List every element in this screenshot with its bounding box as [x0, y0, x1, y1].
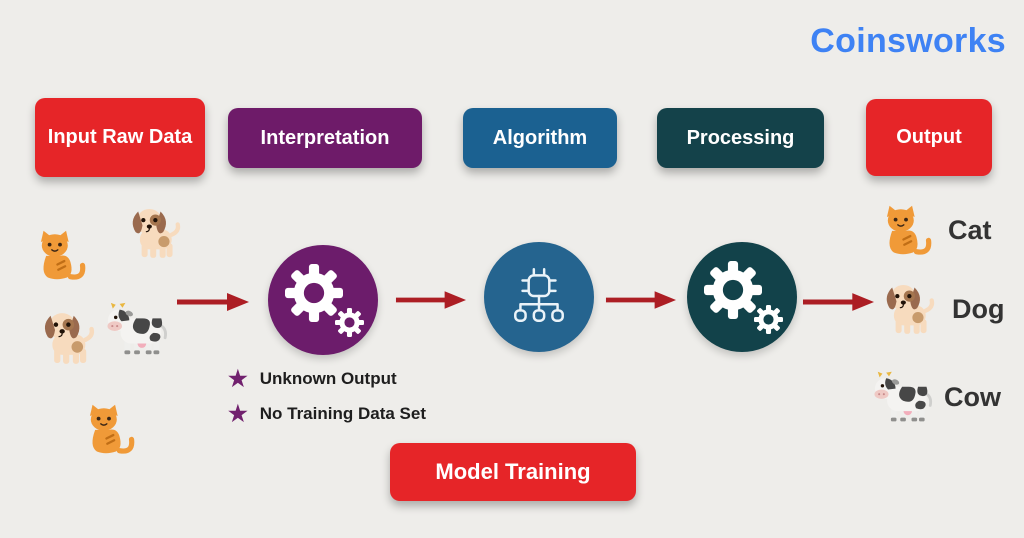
stage-algorithm: Algorithm: [463, 108, 617, 168]
output-label: Cat: [948, 214, 992, 245]
algorithm-circle: [484, 242, 594, 352]
dog-icon: [39, 307, 96, 369]
flow-arrow: [395, 289, 467, 311]
brand-logo: Coinsworks: [810, 22, 1006, 60]
star-icon: ★: [228, 401, 248, 426]
note-item: ★ No Training Data Set: [228, 403, 426, 425]
processing-circle: [687, 242, 797, 352]
output-label: Cow: [944, 381, 1001, 412]
stage-output: Output: [866, 99, 992, 176]
note-label: Unknown Output: [259, 369, 397, 388]
chip-network-icon: [506, 263, 572, 329]
star-icon: ★: [228, 366, 248, 391]
model-training-button: Model Training: [390, 443, 636, 501]
stage-processing: Processing: [657, 108, 824, 168]
note-label: No Training Data Set: [259, 404, 426, 423]
output-label: Dog: [952, 293, 1005, 324]
stage-interpretation: Interpretation: [228, 108, 422, 168]
output-row-dog: Dog: [881, 280, 1004, 338]
note-item: ★ Unknown Output: [228, 368, 426, 390]
cat-icon: [880, 199, 932, 261]
stage-input-raw-data: Input Raw Data: [35, 98, 205, 177]
output-row-cat: Cat: [880, 199, 992, 261]
cow-icon: [874, 370, 934, 424]
dog-icon: [127, 203, 182, 263]
notes-list: ★ Unknown Output ★ No Training Data Set: [228, 368, 426, 425]
flow-arrow: [176, 291, 250, 313]
output-row-cow: Cow: [874, 370, 1001, 424]
flow-arrow: [605, 289, 677, 311]
cat-icon: [83, 397, 135, 461]
interpretation-circle: [268, 245, 378, 355]
gear-icon: [754, 305, 783, 334]
cow-icon: [107, 301, 169, 357]
cat-icon: [34, 224, 86, 286]
gear-icon: [335, 308, 364, 337]
flow-arrow: [802, 291, 875, 313]
dog-icon: [881, 280, 936, 338]
